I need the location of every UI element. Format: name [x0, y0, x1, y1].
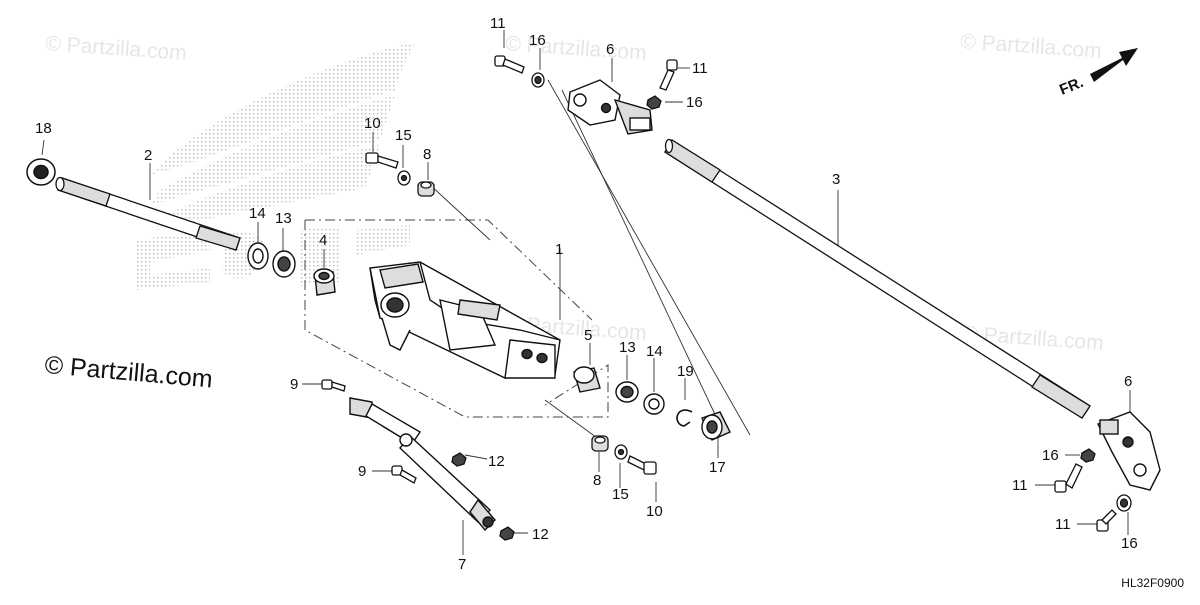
part-label-3: 3 — [832, 171, 840, 188]
part-13-seal — [272, 250, 296, 278]
part-label-11-upper-right: 11 — [692, 60, 708, 77]
part-label-10-lower: 10 — [646, 503, 663, 520]
part-19-circlip — [676, 409, 693, 427]
part-3-intermediate-shaft — [664, 138, 1091, 419]
part-label-16: 16 — [529, 32, 546, 49]
part-label-4: 4 — [319, 232, 327, 249]
part-number-labels: 18 2 14 13 4 10 15 8 1 5 13 14 19 17 8 1… — [35, 15, 1138, 573]
part-label-9: 9 — [290, 376, 298, 393]
watermark-text: © Partzilla.com — [45, 32, 188, 65]
part-label-11: 11 — [490, 15, 506, 32]
part-1-steering-column — [369, 261, 561, 379]
watermark-group: © Partzilla.com © Partzilla.com © Partzi… — [45, 30, 1105, 355]
part-4-bushing — [313, 268, 336, 296]
part-10-bolt-lower — [627, 455, 657, 475]
part-label-11-right-lower: 11 — [1055, 516, 1071, 533]
part-label-18: 18 — [35, 120, 52, 137]
part-9-bolt — [321, 379, 346, 392]
part-label-15: 15 — [395, 127, 412, 144]
part-11-bolt-upper-right — [659, 59, 678, 91]
part-label-8: 8 — [423, 146, 431, 163]
part-8-collar — [417, 181, 435, 197]
part-17-dust-boot — [701, 411, 731, 441]
part-label-11-right: 11 — [1012, 477, 1028, 494]
part-label-16-lower: 16 — [1121, 535, 1138, 552]
part-label-10: 10 — [364, 115, 381, 132]
part-11-bolt — [494, 55, 525, 74]
part-label-16-right: 16 — [1042, 447, 1059, 464]
part-7-steering-damper — [349, 397, 496, 532]
part-5-bushing — [573, 366, 601, 393]
part-label-17: 17 — [709, 459, 726, 476]
front-arrow-icon — [1090, 48, 1138, 82]
part-label-1: 1 — [555, 241, 563, 258]
part-label-7: 7 — [458, 556, 466, 573]
part-12-nut-lower — [499, 526, 515, 541]
part-13-seal-right — [615, 381, 639, 403]
part-16-nut-right — [1080, 448, 1096, 463]
part-label-8-lower: 8 — [593, 472, 601, 489]
part-9-bolt-lower — [391, 465, 417, 484]
part-label-12: 12 — [488, 453, 505, 470]
assembly-boundary — [304, 219, 609, 418]
part-12-nut — [451, 452, 467, 467]
part-8-collar-lower — [591, 435, 609, 452]
part-label-6-lower: 6 — [1124, 373, 1132, 390]
part-16-washer-right — [1116, 494, 1132, 512]
part-11-bolt-right — [1054, 463, 1083, 493]
wing-logo-background — [135, 42, 415, 290]
part-11-bolt-right-lower — [1096, 509, 1117, 532]
part-6-universal-joint — [567, 79, 653, 135]
part-label-19: 19 — [677, 363, 694, 380]
part-label-9-lower: 9 — [358, 463, 366, 480]
front-direction-indicator: FR. — [1057, 48, 1138, 99]
part-15-washer — [397, 170, 411, 186]
part-label-14-right: 14 — [646, 343, 663, 360]
part-18-bearing — [26, 158, 56, 186]
front-label: FR. — [1057, 74, 1086, 99]
part-15-washer-lower — [614, 444, 628, 460]
part-label-15-lower: 15 — [612, 486, 629, 503]
part-14-washer-right — [643, 393, 665, 415]
watermark-text: © Partzilla.com — [505, 32, 648, 65]
diagram-code: HL32F0900 — [1121, 576, 1184, 590]
leader-lines — [41, 30, 1131, 555]
part-14-washer — [247, 242, 269, 270]
part-label-5: 5 — [584, 327, 592, 344]
part-label-14: 14 — [249, 205, 266, 222]
part-2-steering-shaft — [55, 176, 241, 251]
part-16-nut — [531, 72, 545, 88]
part-label-12-lower: 12 — [532, 526, 549, 543]
watermark-text: © Partzilla.com — [960, 30, 1103, 63]
part-6-universal-joint-lower — [1097, 411, 1161, 491]
part-label-6: 6 — [606, 41, 614, 58]
part-label-2: 2 — [144, 147, 152, 164]
part-16-nut-upper-right — [646, 95, 662, 110]
part-10-bolt — [365, 152, 399, 169]
part-label-16-upper-right: 16 — [686, 94, 703, 111]
part-label-13-right: 13 — [619, 339, 636, 356]
part-label-13: 13 — [275, 210, 292, 227]
